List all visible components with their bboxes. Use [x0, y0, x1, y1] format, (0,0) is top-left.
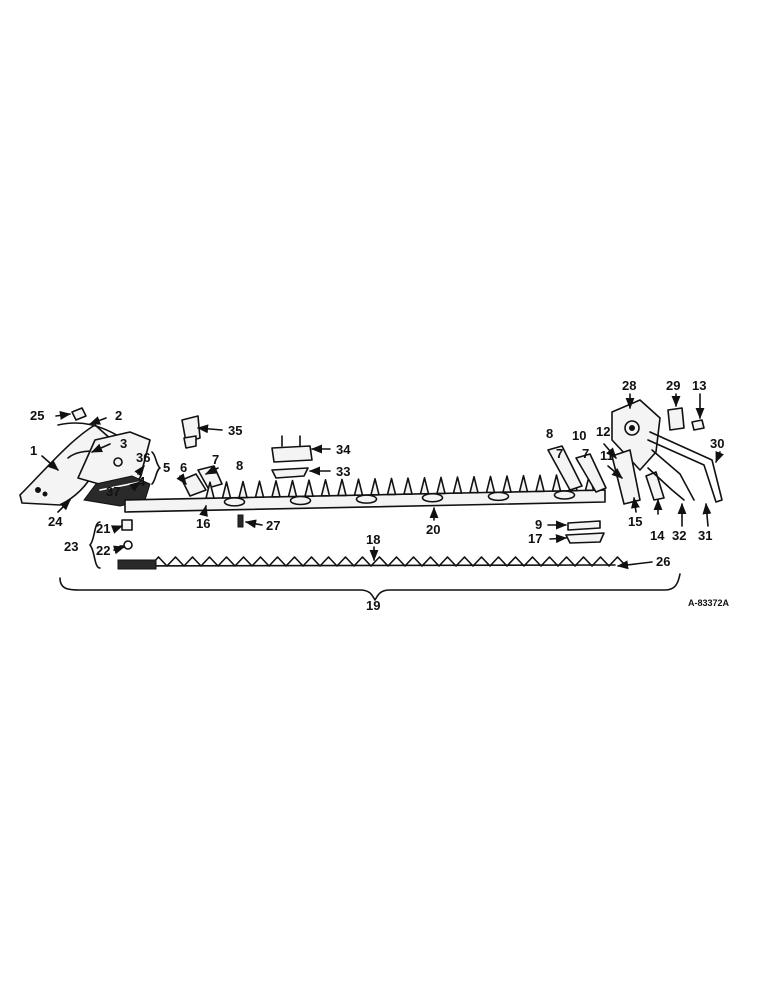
knife-head-parts [119, 519, 133, 550]
callout-21: 21 [96, 521, 110, 536]
guard-finger [551, 474, 562, 492]
guard-finger [370, 477, 380, 496]
callout-35: 35 [228, 423, 242, 438]
bracket-5 [151, 451, 161, 485]
callout-7-right-a: 7 [556, 446, 563, 461]
knife-assembly [117, 556, 627, 570]
callout-20: 20 [426, 522, 440, 537]
callout-14: 14 [650, 528, 665, 543]
callout-16: 16 [196, 516, 210, 531]
guard-finger [238, 480, 248, 499]
callout-19: 19 [366, 598, 380, 613]
guard-finger [485, 475, 496, 494]
guard-finger [419, 476, 430, 495]
callout-25: 25 [30, 408, 44, 423]
callout-7-left: 7 [212, 452, 219, 467]
callout-10: 10 [572, 428, 586, 443]
guard-finger [469, 475, 479, 494]
cutter-bar [124, 473, 606, 513]
guard-finger [386, 477, 397, 496]
bearing-block [667, 407, 685, 431]
callout-36: 36 [136, 450, 150, 465]
left-guard-group [181, 465, 223, 497]
guard-finger [518, 474, 529, 493]
guard-finger [436, 476, 446, 495]
guard-clip [553, 490, 576, 500]
callout-9: 9 [535, 517, 542, 532]
callout-37: 37 [106, 484, 120, 499]
guard-finger [271, 480, 281, 498]
guard-clip [223, 497, 246, 507]
guard-finger [221, 481, 232, 499]
guard-clip [421, 492, 444, 503]
guard-row [205, 473, 595, 507]
guard-finger [320, 479, 331, 497]
guard-finger [535, 474, 545, 493]
bracket-23 [89, 521, 101, 569]
callout-13: 13 [692, 378, 706, 393]
callout-11: 11 [600, 448, 614, 463]
leader-lines [41, 393, 724, 570]
stub-guard [645, 471, 665, 501]
callout-27: 27 [266, 518, 280, 533]
callout-8-right: 8 [546, 426, 553, 441]
guard-finger [353, 478, 364, 496]
callout-34: 34 [336, 442, 351, 457]
guard-bolt [237, 514, 244, 528]
callouts: 1 2 3 25 24 36 5 4 37 6 7 8 35 34 33 16 … [30, 378, 730, 613]
wearing-plate [611, 449, 641, 505]
guard-finger [452, 476, 463, 494]
callout-15: 15 [628, 514, 642, 529]
callout-23: 23 [64, 539, 78, 554]
guard-clip [289, 495, 312, 506]
guard-finger [287, 479, 298, 498]
callout-2: 2 [115, 408, 122, 423]
callout-1: 1 [30, 443, 37, 458]
callout-29: 29 [666, 378, 680, 393]
guard-finger [304, 479, 314, 497]
guard-clip [355, 494, 378, 504]
callout-24: 24 [48, 514, 63, 529]
callout-33: 33 [336, 464, 350, 479]
knife-sections [149, 556, 627, 567]
double-guard-top [271, 435, 313, 463]
callout-6: 6 [180, 460, 187, 475]
callout-32: 32 [672, 528, 686, 543]
callout-30: 30 [710, 436, 724, 451]
guard-clip [487, 491, 510, 502]
right-guard-group [547, 445, 607, 493]
callout-31: 31 [698, 528, 712, 543]
callout-4: 4 [138, 474, 146, 489]
callout-28: 28 [622, 378, 636, 393]
callout-8-left: 8 [236, 458, 243, 473]
rod-set [647, 431, 723, 503]
callout-18: 18 [366, 532, 380, 547]
figure-code: A-83372A [688, 598, 730, 608]
callout-17: 17 [528, 531, 542, 546]
nut [691, 419, 705, 431]
callout-12: 12 [596, 424, 610, 439]
clip-assembly [565, 520, 605, 544]
callout-3: 3 [120, 436, 127, 451]
rod-clip [71, 407, 87, 421]
guard-finger [502, 475, 512, 493]
hold-down-clip [181, 415, 201, 449]
callout-22: 22 [96, 543, 110, 558]
bracket-19 [59, 573, 681, 601]
callout-26: 26 [656, 554, 670, 569]
ledger-plate [271, 467, 309, 479]
callout-5: 5 [163, 460, 170, 475]
guard-finger [205, 481, 215, 500]
guard-finger [254, 480, 265, 498]
guard-finger [337, 478, 347, 497]
callout-7-right-b: 7 [582, 446, 589, 461]
guard-finger [403, 477, 413, 495]
